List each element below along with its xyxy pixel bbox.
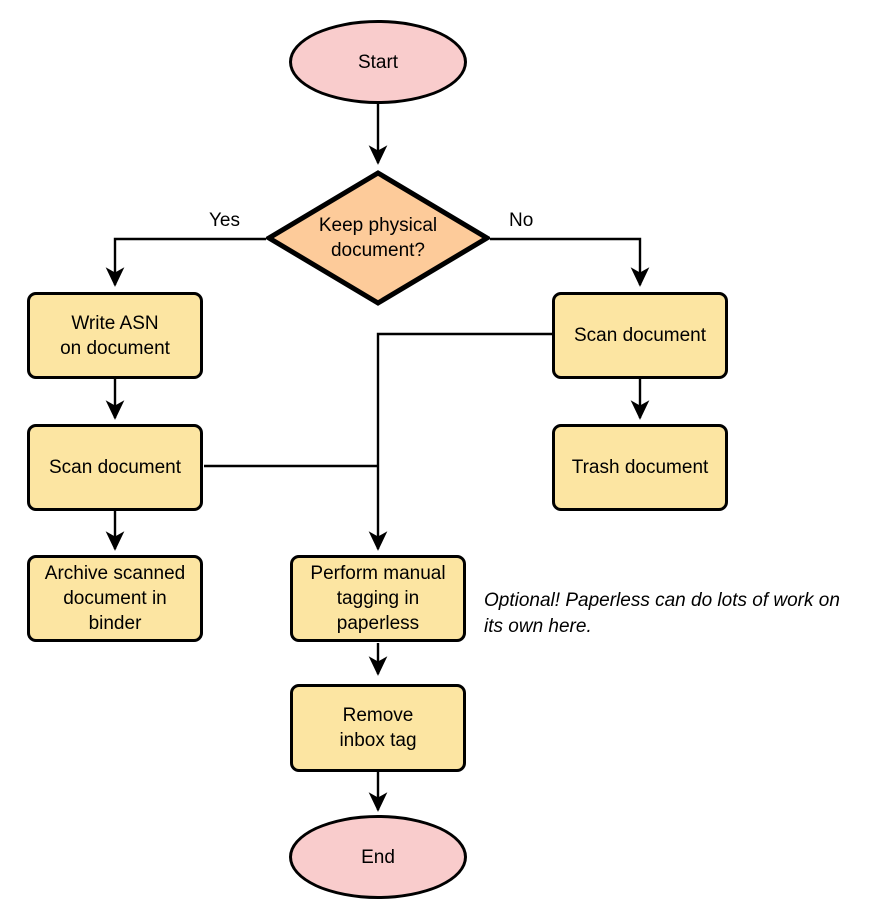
node-archive-label-line-1: Archive scanned (44, 563, 186, 584)
node-decision-label-line-2: document? (330, 240, 425, 261)
edge-decision-yes-to-write-asn (105, 237, 266, 287)
node-end[interactable]: End (289, 815, 467, 899)
edge-label-yes: Yes (209, 210, 240, 231)
node-tagging-label-line-2: tagging in (336, 588, 420, 609)
node-trash-document[interactable]: Trash document (552, 424, 728, 511)
node-scan-document-right[interactable]: Scan document (552, 292, 728, 379)
node-remove-inbox-tag[interactable]: Remove inbox tag (290, 684, 466, 772)
node-start-label: Start (357, 51, 399, 73)
node-decision-keep-physical-document[interactable]: Keep physical document? (266, 170, 490, 306)
node-decision-label: Keep physical document? (313, 213, 443, 263)
node-write-asn-label-line-2: on document (60, 337, 170, 359)
node-write-asn-label-line-1: Write ASN (71, 312, 159, 334)
note-optional-line-1: Optional! Paperless can do lots of work … (484, 590, 840, 611)
node-remove-inbox-label-line-1: Remove (342, 705, 414, 726)
node-write-asn-on-document[interactable]: Write ASN on document (27, 292, 203, 379)
node-scan-document-left[interactable]: Scan document (27, 424, 203, 511)
node-remove-inbox-label-line-2: inbox tag (339, 730, 417, 751)
decision-diamond-shape (266, 170, 490, 306)
node-decision-label-line-1: Keep physical (318, 215, 438, 236)
node-scan-document-left-label: Scan document (48, 457, 182, 478)
node-archive-label-line-3: binder (88, 613, 142, 634)
edge-decision-no-to-scan-right (490, 237, 650, 287)
node-tagging-label-line-3: paperless (336, 613, 420, 634)
node-start[interactable]: Start (289, 20, 467, 104)
node-archive-scanned-document[interactable]: Archive scanned document in binder (27, 555, 203, 642)
note-optional-paperless: Optional! Paperless can do lots of work … (484, 588, 884, 640)
node-end-label: End (361, 846, 395, 868)
node-archive-label-line-2: document in (63, 588, 167, 609)
node-archive-label: Archive scanned document in binder (45, 561, 185, 636)
edge-label-no: No (509, 210, 534, 231)
node-tagging-label-line-1: Perform manual (310, 563, 446, 584)
edge-scan-right-to-tagging (368, 332, 552, 551)
note-optional-line-2: its own here. (484, 616, 592, 637)
node-scan-document-right-label: Scan document (573, 325, 707, 346)
node-remove-inbox-label: Remove inbox tag (339, 703, 416, 753)
node-tagging-label: Perform manual tagging in paperless (310, 561, 445, 636)
node-perform-manual-tagging[interactable]: Perform manual tagging in paperless (290, 555, 466, 642)
node-write-asn-label: Write ASN on document (60, 311, 170, 361)
node-trash-document-label: Trash document (571, 457, 709, 478)
